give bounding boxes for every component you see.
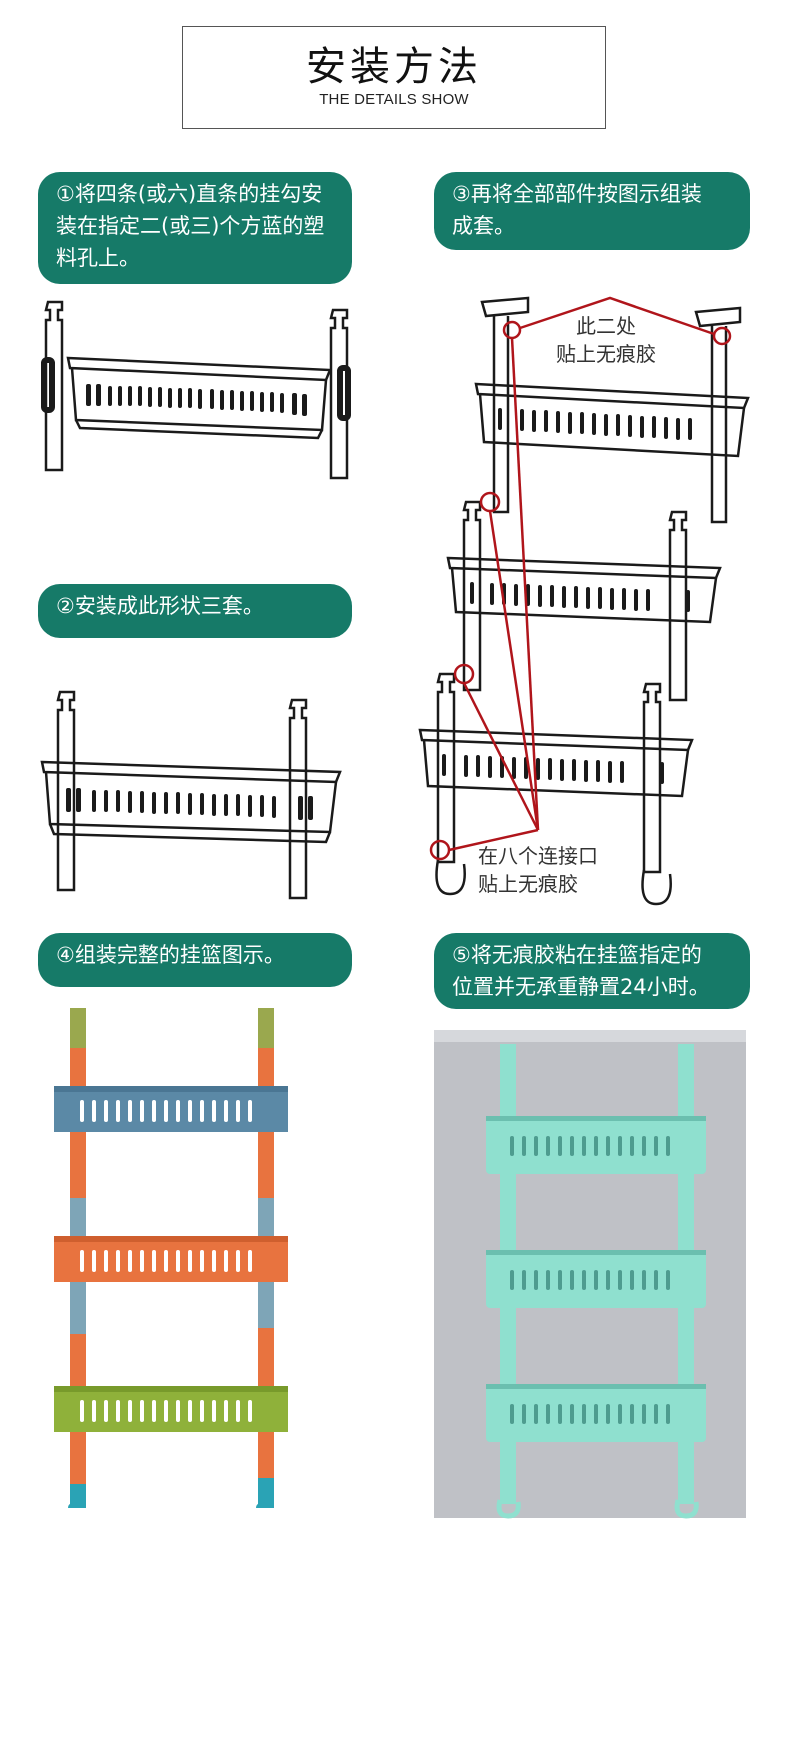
- page-subtitle: THE DETAILS SHOW: [319, 91, 469, 108]
- step-3-label: ③再将全部部件按图示组装 成套。: [434, 172, 750, 250]
- page-title: 安装方法: [306, 44, 482, 90]
- step-5-photo: [434, 1030, 746, 1519]
- step-5-label: ⑤将无痕胶粘在挂篮指定的 位置并无承重静置24小时。: [434, 933, 750, 1009]
- step-1-text: ①将四条(或六)直条的挂勾安 装在指定二(或三)个方蓝的塑 料孔上。: [56, 182, 325, 270]
- step-4-illustration: [54, 1008, 288, 1509]
- step-1-label: ①将四条(或六)直条的挂勾安 装在指定二(或三)个方蓝的塑 料孔上。: [38, 172, 352, 284]
- step-5-text: ⑤将无痕胶粘在挂篮指定的 位置并无承重静置24小时。: [452, 943, 710, 999]
- step-3-text: ③再将全部部件按图示组装 成套。: [452, 182, 702, 238]
- top-adhesive-note: 此二处 贴上无痕胶: [556, 314, 656, 366]
- mint-basket-product: [434, 1030, 746, 1519]
- step-4-label: ④组装完整的挂篮图示。: [38, 933, 352, 987]
- step-1-illustration: [41, 300, 351, 480]
- step-2-illustration: [40, 690, 342, 900]
- step-3-illustration: [418, 296, 750, 906]
- bottom-adhesive-note: 在八个连接口 贴上无痕胶: [478, 844, 598, 896]
- title-box: 安装方法 THE DETAILS SHOW: [182, 26, 606, 129]
- step-4-text: ④组装完整的挂篮图示。: [56, 943, 285, 967]
- step-2-text: ②安装成此形状三套。: [56, 594, 264, 618]
- step-2-label: ②安装成此形状三套。: [38, 584, 352, 638]
